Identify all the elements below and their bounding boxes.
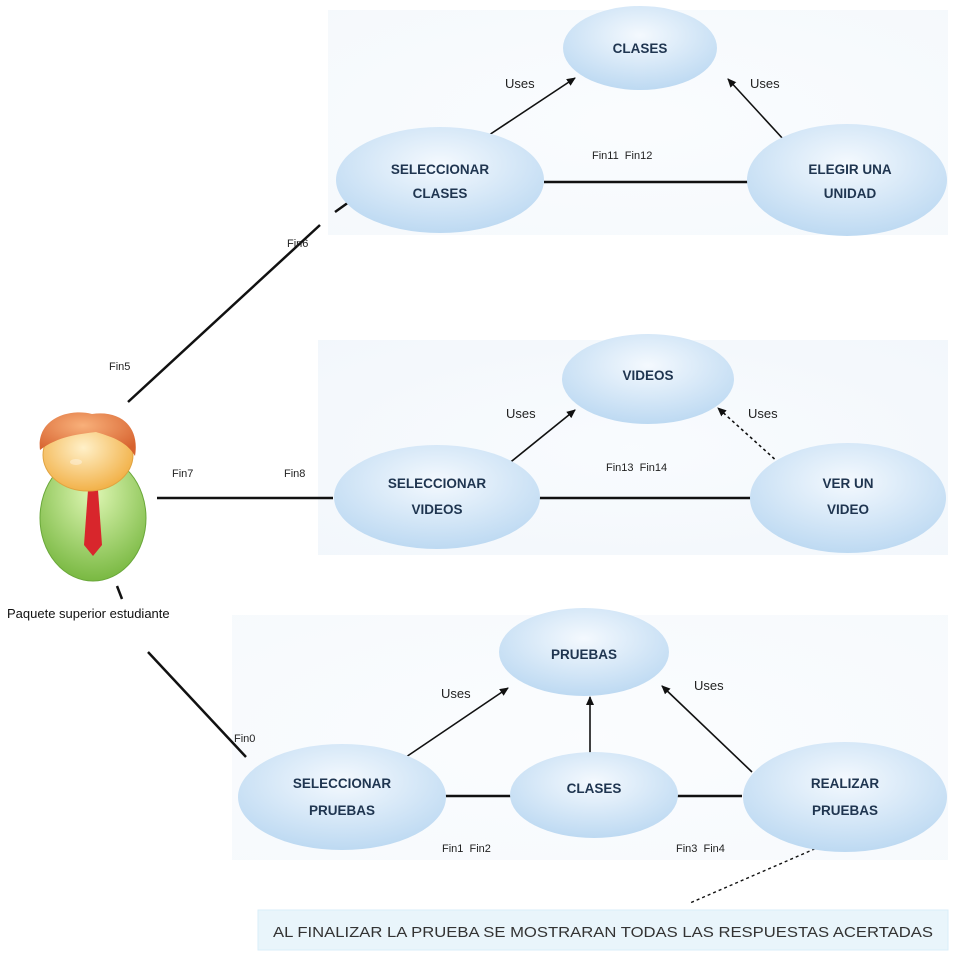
link-label-fin7: Fin7	[172, 468, 193, 480]
usecase-seleccionar-pruebas[interactable]: SELECCIONAR PRUEBAS	[238, 744, 446, 850]
usecase-ver-un-video[interactable]: VER UN VIDEO	[750, 443, 946, 553]
link-label-fin8: Fin8	[284, 468, 305, 480]
link-actor-seleccionar-pruebas	[147, 651, 247, 758]
usecase-elegir-una-unidad[interactable]: ELEGIR UNA UNIDAD	[747, 124, 947, 236]
svg-text:VER UN: VER UN	[822, 476, 873, 491]
link-label-fin3-fin4: Fin3 Fin4	[676, 843, 725, 855]
uses-arrow-videos-right	[717, 407, 780, 464]
usecase-seleccionar-clases[interactable]: SELECCIONAR CLASES	[336, 127, 544, 233]
uses-label-videos-right: Uses	[748, 406, 778, 421]
uses-label-clases-right: Uses	[750, 76, 780, 91]
link-label-fin11-fin12: Fin11 Fin12	[592, 150, 652, 162]
svg-text:SELECCIONAR: SELECCIONAR	[391, 162, 490, 177]
uses-arrow-clases-left	[485, 77, 576, 138]
usecase-pruebas[interactable]: PRUEBAS	[499, 608, 669, 696]
actor-label: Paquete superior estudiante	[7, 606, 170, 621]
note-link-dashed	[689, 843, 827, 904]
link-label-fin13-fin14: Fin13 Fin14	[606, 462, 667, 474]
uses-arrow-pruebas-right	[661, 685, 753, 773]
uses-label-pruebas-right: Uses	[694, 678, 724, 693]
usecase-videos[interactable]: VIDEOS	[562, 334, 734, 424]
uses-label-pruebas-left: Uses	[441, 686, 471, 701]
note-box: AL FINALIZAR LA PRUEBA SE MOSTRARAN TODA…	[257, 909, 949, 951]
uses-arrow-videos-left	[506, 409, 576, 466]
usecase-clases-pruebas[interactable]: CLASES	[510, 752, 678, 838]
svg-text:REALIZAR: REALIZAR	[811, 776, 879, 791]
svg-text:PRUEBAS: PRUEBAS	[812, 803, 878, 818]
note-text: AL FINALIZAR LA PRUEBA SE MOSTRARAN TODA…	[273, 925, 933, 941]
svg-text:PRUEBAS: PRUEBAS	[551, 647, 617, 662]
svg-text:CLASES: CLASES	[567, 781, 622, 796]
svg-text:VIDEO: VIDEO	[827, 502, 869, 517]
svg-text:UNIDAD: UNIDAD	[824, 186, 877, 201]
link-label-fin5: Fin5	[109, 361, 130, 373]
svg-text:CLASES: CLASES	[413, 186, 468, 201]
svg-text:SELECCIONAR: SELECCIONAR	[293, 776, 392, 791]
usecase-realizar-pruebas[interactable]: REALIZAR PRUEBAS	[743, 742, 947, 852]
usecase-clases[interactable]: CLASES	[563, 6, 717, 90]
uses-label-videos-left: Uses	[506, 406, 536, 421]
uses-label-clases-left: Uses	[505, 76, 535, 91]
link-label-fin0: Fin0	[234, 733, 255, 745]
uses-arrow-clases-right	[727, 78, 785, 141]
svg-text:VIDEOS: VIDEOS	[411, 502, 462, 517]
usecase-seleccionar-videos[interactable]: SELECCIONAR VIDEOS	[334, 445, 540, 549]
uses-arrow-pruebas-left	[405, 687, 509, 758]
actor-stub-line	[115, 585, 124, 600]
student-actor-icon[interactable]	[39, 412, 147, 582]
svg-text:CLASES: CLASES	[613, 41, 668, 56]
svg-text:VIDEOS: VIDEOS	[622, 368, 673, 383]
svg-text:PRUEBAS: PRUEBAS	[309, 803, 375, 818]
svg-text:SELECCIONAR: SELECCIONAR	[388, 476, 487, 491]
link-label-fin6: Fin6	[287, 238, 308, 250]
link-actor-seleccionar-clases-a	[127, 224, 321, 403]
svg-text:ELEGIR UNA: ELEGIR UNA	[808, 162, 892, 177]
link-label-fin1-fin2: Fin1 Fin2	[442, 843, 491, 855]
